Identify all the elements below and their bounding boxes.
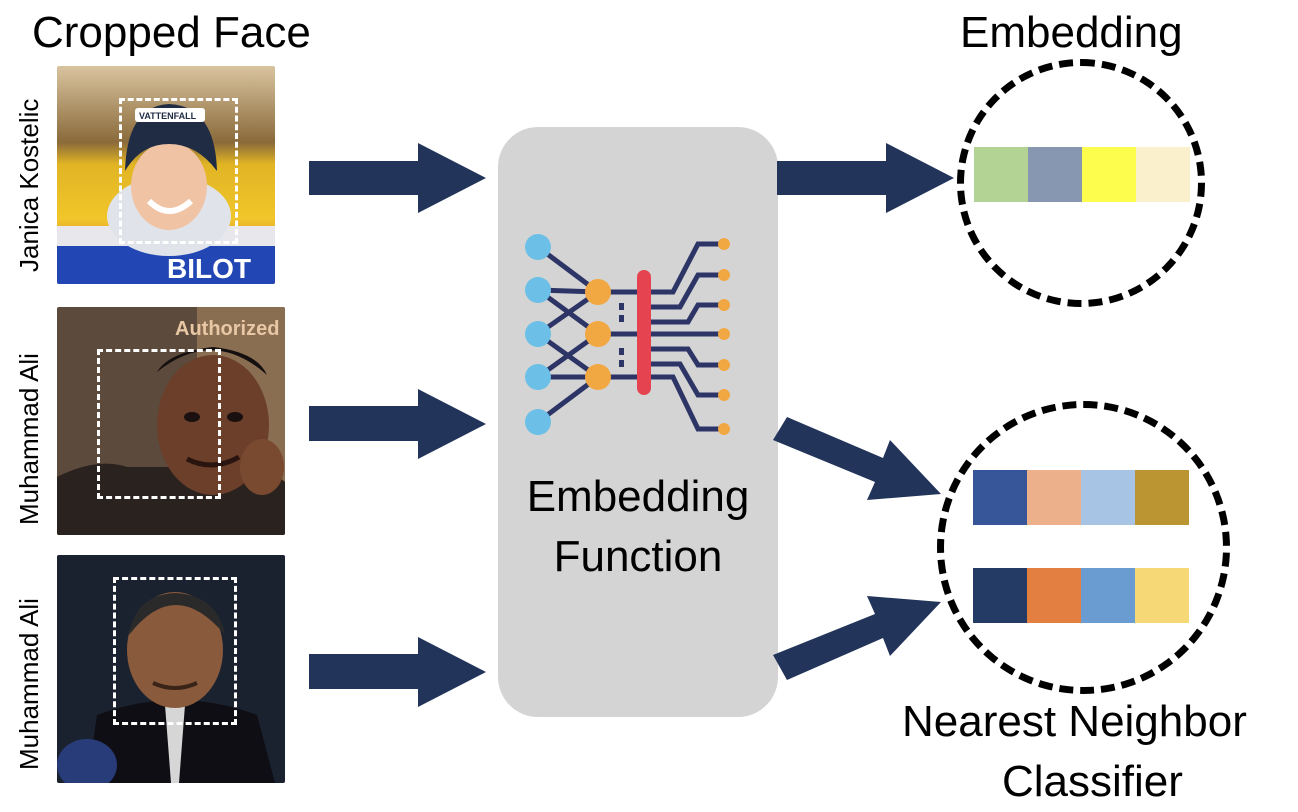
face-photo-1: BILOT VATTENFALL xyxy=(57,66,275,284)
embedding-vector-cell xyxy=(974,147,1028,202)
classifier-vector-1 xyxy=(973,470,1189,525)
face-photo-2: Authorized By: xyxy=(57,307,285,535)
classifier-vector-2-cell xyxy=(1135,568,1189,623)
nearest-neighbor-heading-line1: Nearest Neighbor xyxy=(902,697,1247,746)
cropped-face-heading: Cropped Face xyxy=(32,8,311,57)
arrow-face-1-to-function xyxy=(309,143,486,213)
classifier-vector-1-cell xyxy=(1135,470,1189,525)
embedding-vector-cell xyxy=(1028,147,1082,202)
arrow-face-2-to-function xyxy=(309,389,486,459)
embedding-function-label-line2: Function xyxy=(553,532,723,581)
embedding-heading: Embedding xyxy=(960,8,1183,57)
face-2-bounding-box xyxy=(97,349,221,499)
face-1-bounding-box xyxy=(119,98,238,244)
embedding-function-label-line1: Embedding xyxy=(526,472,750,521)
classifier-vector-2-cell xyxy=(1027,568,1081,623)
face-photo-3 xyxy=(57,555,285,783)
face-1-name-label: Janica Kostelic xyxy=(14,98,44,272)
face-3-name-label: Muhammad Ali xyxy=(14,598,44,770)
arrow-function-to-classifier-top xyxy=(773,417,941,500)
face-3-bounding-box xyxy=(113,577,237,725)
classifier-vector-2-cell xyxy=(973,568,1027,623)
embedding-vector-cell xyxy=(1136,147,1190,202)
face-photo-2-background-text: Authorized By: xyxy=(175,318,285,340)
classifier-vector-2 xyxy=(973,568,1189,623)
face-photo-1-illustration: BILOT VATTENFALL xyxy=(57,66,275,284)
embedding-vector xyxy=(974,147,1190,202)
classifier-vector-2-cell xyxy=(1081,568,1135,623)
nearest-neighbor-heading-line2: Classifier xyxy=(1002,757,1183,806)
embedding-vector-cell xyxy=(1082,147,1136,202)
arrow-function-to-classifier-bottom xyxy=(773,596,941,680)
classifier-vector-1-cell xyxy=(973,470,1027,525)
embedding-function-box: Embedding Function xyxy=(498,127,778,717)
arrow-function-to-embedding xyxy=(777,143,954,213)
neural-network-icon xyxy=(525,234,730,435)
classifier-vector-1-cell xyxy=(1081,470,1135,525)
embedding-circle xyxy=(957,59,1205,307)
face-photo-1-cap-text: VATTENFALL xyxy=(139,111,197,121)
face-2-name-label: Muhammad Ali xyxy=(14,353,44,525)
classifier-vector-1-cell xyxy=(1027,470,1081,525)
face-photo-3-illustration xyxy=(57,555,285,783)
face-photo-1-banner-text: BILOT xyxy=(167,253,251,284)
classifier-circle xyxy=(937,401,1230,694)
arrow-face-3-to-function xyxy=(309,637,486,707)
